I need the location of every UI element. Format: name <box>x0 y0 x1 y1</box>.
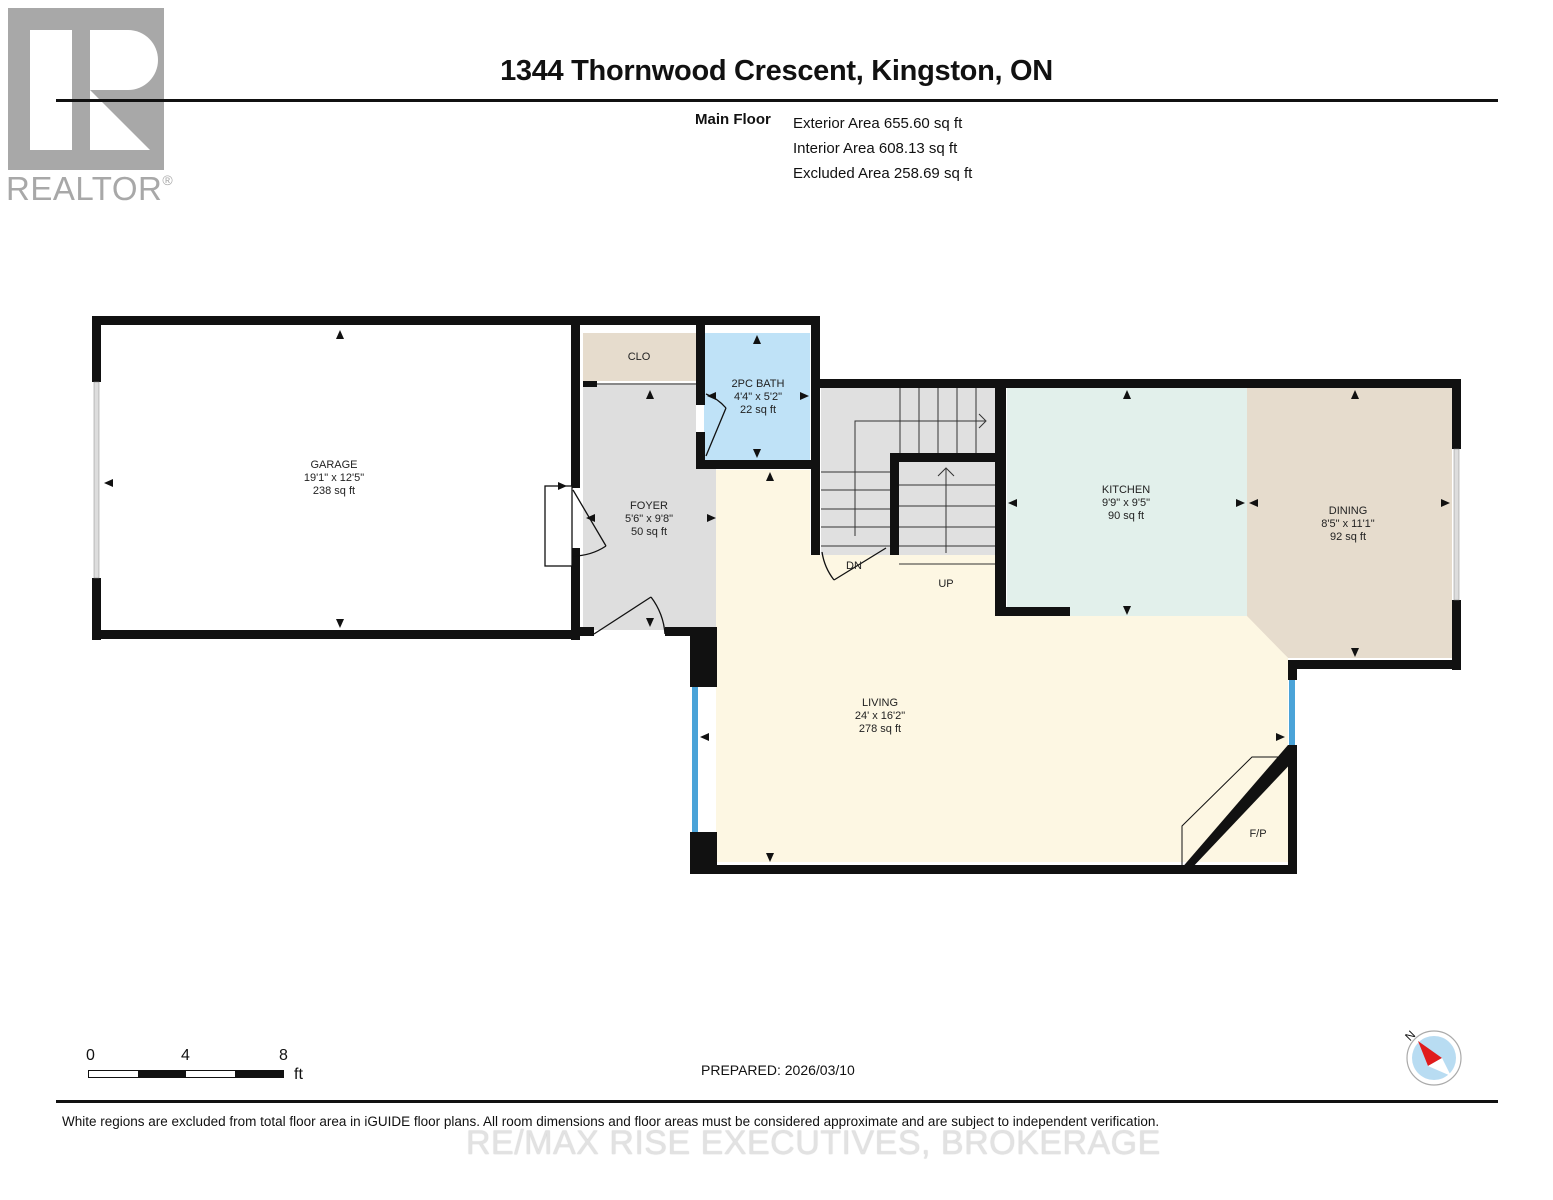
foyer-area-text: 50 sq ft <box>631 526 667 538</box>
realtor-wordmark-text: REALTOR <box>6 170 163 207</box>
scale-unit: ft <box>294 1066 303 1083</box>
living-area <box>716 470 1288 862</box>
foyer-area <box>583 385 716 630</box>
room-labels: GARAGE 19'1" x 12'5" 238 sq ft CLO 2PC B… <box>304 351 1375 840</box>
kitchen-dims: 9'9" x 9'5" <box>1102 497 1150 509</box>
dining-dims: 8'5" x 11'1" <box>1321 518 1374 530</box>
compass-icon: N <box>1402 1028 1462 1086</box>
fireplace-label: F/P <box>1249 828 1266 840</box>
excluded-area: Excluded Area 258.69 sq ft <box>793 165 973 182</box>
garage-area <box>98 324 574 632</box>
dining-name: DINING <box>1329 505 1368 517</box>
stair-area <box>821 388 995 566</box>
closet-name: CLO <box>628 351 651 363</box>
north-compass: N <box>1398 1024 1468 1095</box>
brokerage-watermark: RE/MAX RISE EXECUTIVES, BROKERAGE <box>466 1124 1161 1162</box>
bath-name: 2PC BATH <box>732 378 785 390</box>
exterior-area: Exterior Area 655.60 sq ft <box>793 115 963 132</box>
kitchen-name: KITCHEN <box>1102 484 1150 496</box>
dimension-arrows <box>104 330 1450 862</box>
kitchen-area <box>1007 388 1247 616</box>
area-summary: Exterior Area 655.60 sq ft Interior Area… <box>793 111 972 186</box>
page-title: 1344 Thornwood Crescent, Kingston, ON <box>500 55 1053 87</box>
scale-bar: 0 4 8 ft <box>86 1047 316 1083</box>
garage-dims: 19'1" x 12'5" <box>304 472 364 484</box>
garage-name: GARAGE <box>310 459 357 471</box>
prepared-date: PREPARED: 2026/03/10 <box>701 1062 855 1078</box>
living-dims: 24' x 16'2" <box>855 710 905 722</box>
header-divider <box>56 99 1498 102</box>
stairs <box>821 388 995 565</box>
scale-tick-0: 0 <box>86 1047 95 1064</box>
foyer-dims: 5'6" x 9'8" <box>625 513 673 525</box>
kitchen-area-text: 90 sq ft <box>1108 510 1144 522</box>
living-name: LIVING <box>862 697 898 709</box>
windows <box>93 381 1460 832</box>
fireplace-hearth <box>1181 756 1288 865</box>
garage-area-text: 238 sq ft <box>313 485 355 497</box>
registered-mark: ® <box>162 172 174 188</box>
foyer-name: FOYER <box>630 500 668 512</box>
interior-area: Interior Area 608.13 sq ft <box>793 140 958 157</box>
footer-divider <box>56 1100 1498 1103</box>
stairs-down-label: DN <box>846 560 862 572</box>
scale-bar-graphic <box>88 1070 284 1078</box>
closet-area <box>583 333 696 381</box>
realtor-wordmark: REALTOR® <box>6 170 173 208</box>
stairs-up-label: UP <box>938 578 953 590</box>
bath-area <box>704 333 810 461</box>
walls <box>92 316 1461 874</box>
floor-name: Main Floor <box>695 111 771 128</box>
realtor-r-mark-icon <box>8 8 164 170</box>
bath-area-text: 22 sq ft <box>740 404 776 416</box>
dining-area <box>1247 388 1452 658</box>
bath-dims: 4'4" x 5'2" <box>734 391 782 403</box>
scale-tick-4: 4 <box>181 1047 190 1064</box>
disclaimer: White regions are excluded from total fl… <box>62 1114 1160 1129</box>
realtor-logo <box>8 8 164 170</box>
dining-area-text: 92 sq ft <box>1330 531 1366 543</box>
scale-tick-8: 8 <box>279 1047 288 1064</box>
living-area-text: 278 sq ft <box>859 723 901 735</box>
doors <box>544 383 887 635</box>
